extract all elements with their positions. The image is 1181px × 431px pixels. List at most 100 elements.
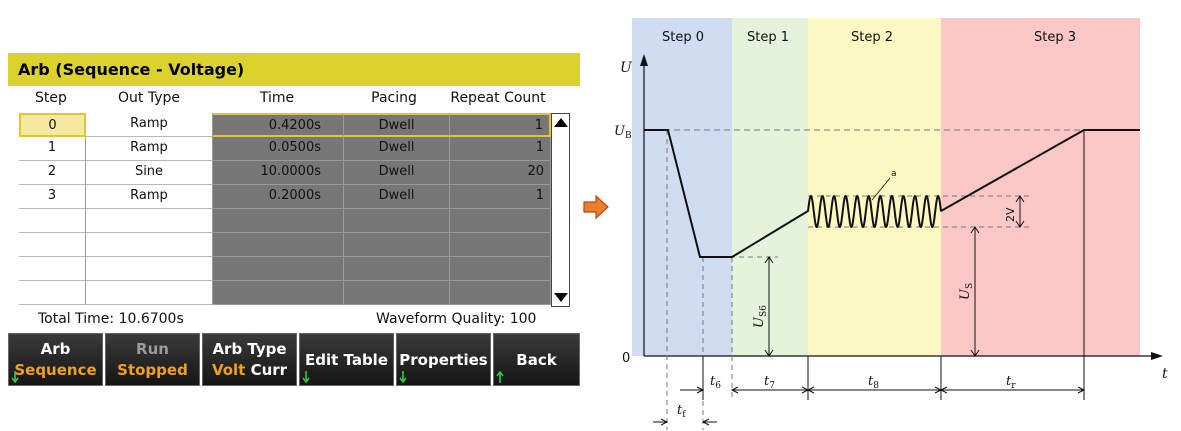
pacing-cell[interactable]: Dwell	[344, 185, 450, 209]
waveform-quality: Waveform Quality: 100	[376, 311, 537, 327]
annotation-leader	[871, 177, 891, 201]
back-label: Back	[516, 351, 557, 369]
tf-label: tf	[677, 403, 686, 420]
repeat-count-cell[interactable]	[450, 281, 551, 305]
step-0-label: Step 0	[662, 30, 704, 45]
arb-label: Arb	[40, 340, 71, 358]
time-cell[interactable]: 10.0000s	[213, 161, 344, 185]
softkey-bar: Arb Sequence Run Stopped Arb Type Volt C…	[8, 333, 580, 386]
time-cell[interactable]: 0.4200s	[213, 113, 344, 137]
out-type-cell[interactable]	[86, 281, 213, 305]
arb-type-softkey[interactable]: Arb Type Volt Curr	[202, 333, 297, 386]
t6-label: t6	[710, 374, 721, 391]
scroll-up-icon[interactable]	[554, 118, 568, 127]
edit-table-softkey[interactable]: Edit Table	[299, 333, 394, 386]
screen-title: Arb (Sequence - Voltage)	[8, 53, 580, 86]
out-type-cell[interactable]: Ramp	[86, 137, 213, 161]
step-cell[interactable]	[19, 281, 86, 305]
header-out-type: Out Type	[118, 90, 180, 106]
up-arrow-icon	[496, 371, 504, 383]
out-type-cell[interactable]: Ramp	[86, 185, 213, 209]
repeat-count-cell[interactable]	[450, 209, 551, 233]
tr-label: tr	[1006, 374, 1016, 391]
pacing-cell[interactable]: Dwell	[344, 113, 450, 137]
out-type-cell[interactable]: Ramp	[86, 113, 213, 137]
header-repeat-count: Repeat Count	[450, 90, 546, 106]
voltage-waveform	[644, 129, 809, 258]
step-cell[interactable]: 0	[19, 113, 86, 137]
arb-type-volt: Volt	[211, 361, 246, 379]
run-state: Stopped	[117, 361, 188, 379]
step-3-label: Step 3	[1034, 30, 1076, 45]
us6-arrow-down-icon	[764, 349, 774, 357]
edit-table-label: Edit Table	[305, 351, 388, 369]
header-pacing: Pacing	[371, 90, 417, 106]
step-2-band	[808, 18, 941, 356]
pacing-cell[interactable]: Dwell	[344, 137, 450, 161]
step-cell[interactable]	[19, 209, 86, 233]
pacing-cell[interactable]	[344, 281, 450, 305]
ub-label: UB	[614, 124, 632, 141]
t8-label: t8	[868, 374, 879, 391]
voltage-sequence-diagram: Step 0 Step 1 Step 2 Step 3 U t 0 UB a 2…	[614, 18, 1168, 430]
t7-label: t7	[764, 374, 775, 391]
properties-label: Properties	[399, 351, 488, 369]
right-arrow-icon	[583, 194, 609, 220]
pacing-cell[interactable]	[344, 209, 450, 233]
pacing-cell[interactable]	[344, 233, 450, 257]
amplitude-label: 2V	[1004, 207, 1017, 222]
total-time: Total Time: 10.6700s	[38, 311, 184, 327]
pacing-cell[interactable]: Dwell	[344, 161, 450, 185]
down-arrow-icon	[399, 371, 407, 383]
sine-wave	[807, 194, 942, 229]
step-cell[interactable]	[19, 257, 86, 281]
repeat-count-cell[interactable]	[450, 257, 551, 281]
back-softkey[interactable]: Back	[493, 333, 580, 386]
step-3-band	[941, 18, 1140, 356]
x-axis-label: t	[1162, 366, 1168, 382]
repeat-count-cell[interactable]: 1	[450, 137, 551, 161]
amplitude-arrow-down-icon	[1015, 220, 1025, 228]
arb-value: Sequence	[14, 361, 97, 379]
time-cell[interactable]	[213, 257, 344, 281]
pacing-cell[interactable]	[344, 257, 450, 281]
out-type-cell[interactable]	[86, 209, 213, 233]
amplitude-arrow-up-icon	[1015, 195, 1025, 203]
repeat-count-cell[interactable]	[450, 233, 551, 257]
time-cell[interactable]: 0.2000s	[213, 185, 344, 209]
us-arrow-up-icon	[970, 226, 980, 234]
arb-sequence-softkey[interactable]: Arb Sequence	[8, 333, 103, 386]
header-step: Step	[35, 90, 67, 106]
table-scrollbar[interactable]	[551, 113, 570, 307]
out-type-cell[interactable]	[86, 233, 213, 257]
down-arrow-icon	[11, 371, 19, 383]
run-stopped-softkey[interactable]: Run Stopped	[105, 333, 200, 386]
step-cell[interactable]: 3	[19, 185, 86, 209]
table-header: Step Out Type Time Pacing Repeat Count	[8, 86, 580, 111]
out-type-cell[interactable]	[86, 257, 213, 281]
time-cell[interactable]: 0.0500s	[213, 137, 344, 161]
repeat-count-cell[interactable]: 20	[450, 161, 551, 185]
properties-softkey[interactable]: Properties	[396, 333, 491, 386]
step-2-label: Step 2	[851, 30, 893, 45]
step-cell[interactable]: 1	[19, 137, 86, 161]
us6-arrow-up-icon	[764, 256, 774, 264]
us-label: US	[958, 283, 975, 300]
time-cell[interactable]	[213, 281, 344, 305]
run-label: Run	[136, 340, 169, 358]
time-cell[interactable]	[213, 209, 344, 233]
step-cell[interactable]	[19, 233, 86, 257]
time-dimensions	[653, 130, 1086, 426]
repeat-count-cell[interactable]: 1	[450, 185, 551, 209]
step-1-label: Step 1	[747, 30, 789, 45]
y-axis-arrow-icon	[640, 54, 648, 66]
repeat-count-cell[interactable]: 1	[450, 113, 551, 137]
arb-type-curr: Curr	[250, 361, 288, 379]
arb-type-label: Arb Type	[212, 340, 287, 358]
origin-label: 0	[622, 351, 630, 366]
scroll-down-icon[interactable]	[554, 293, 568, 302]
time-cell[interactable]	[213, 233, 344, 257]
step-cell[interactable]: 2	[19, 161, 86, 185]
out-type-cell[interactable]: Sine	[86, 161, 213, 185]
